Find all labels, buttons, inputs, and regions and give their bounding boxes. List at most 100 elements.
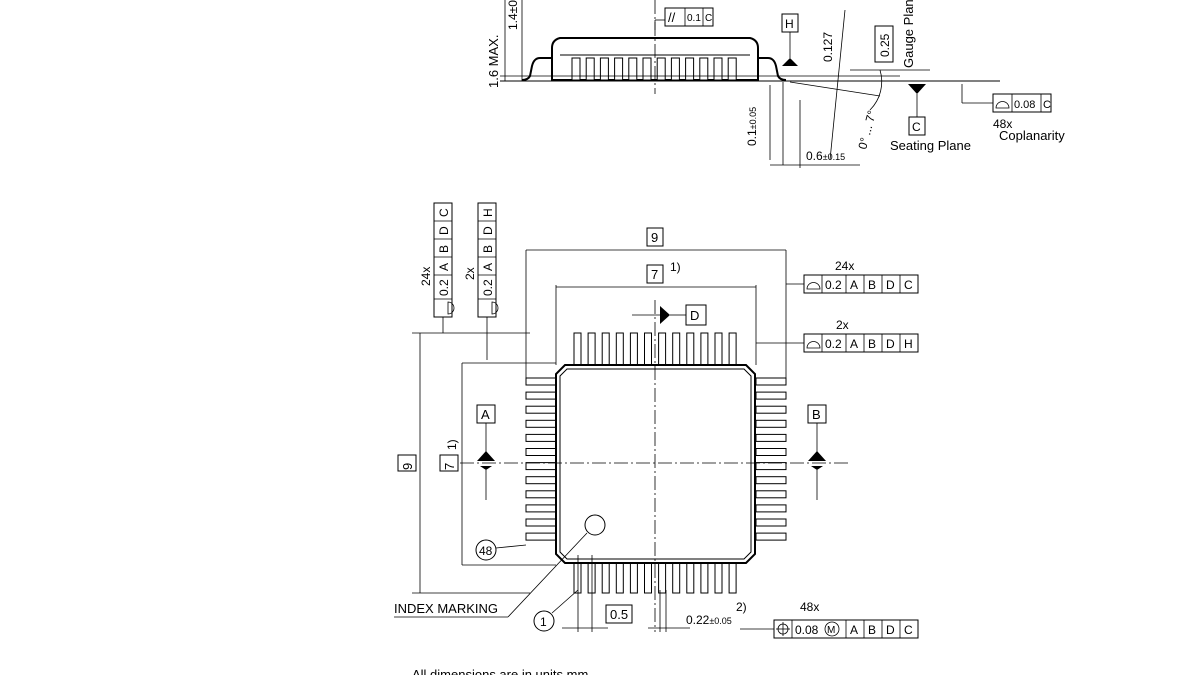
svg-text:D: D (886, 278, 895, 292)
fcf-2x-right: 2x 0.2 A B D H (756, 318, 919, 353)
left-edge-lead (525, 490, 557, 499)
bottom-edge-lead (700, 562, 709, 594)
svg-text:A: A (481, 263, 495, 271)
side-lead (628, 57, 638, 81)
fcf-position-48x: 48x 0.08 M A B D C (740, 600, 919, 639)
datum-c: C (908, 84, 926, 136)
svg-text:A: A (437, 263, 451, 271)
index-marking-circle (584, 514, 606, 536)
top-edge-lead (686, 332, 695, 366)
parallelism-ref: C (705, 13, 712, 24)
fcf-24x-right: 24x 0.2 A B D C (786, 259, 919, 294)
datum-b: B (807, 404, 827, 500)
coplanarity-label: Coplanarity (999, 128, 1065, 143)
right-edge-lead (755, 433, 787, 442)
svg-text:48: 48 (479, 544, 493, 558)
bottom-edge-lead (644, 562, 652, 594)
note-2: 2) (736, 600, 747, 614)
dim-body-height: 1.4±0 (506, 0, 520, 30)
svg-text:0.2: 0.2 (481, 279, 495, 296)
right-edge-lead (755, 391, 787, 400)
right-edge-lead (755, 490, 787, 499)
coplanarity-frame: 0.08 C 48x Coplanarity (961, 84, 1065, 143)
top-edge-lead (644, 332, 652, 366)
bottom-edge-lead (714, 562, 723, 594)
svg-text:C: C (904, 623, 913, 637)
right-edge-lead (755, 476, 787, 485)
pitch-label: 0.5 (610, 607, 628, 622)
svg-text:D: D (481, 226, 495, 235)
top-edge-lead (601, 332, 610, 366)
left-edge-lead (525, 476, 557, 485)
coplanarity-tol: 0.08 (1014, 99, 1035, 111)
right-edge-lead (755, 532, 787, 541)
side-lead (614, 57, 624, 81)
svg-text:D: D (886, 337, 895, 351)
top-edge-lead (629, 332, 638, 366)
left-edge-lead (525, 448, 557, 456)
coplanarity-count: 48x (993, 117, 1012, 131)
svg-text:H: H (904, 337, 913, 351)
svg-text:1: 1 (540, 615, 547, 629)
side-body-outline (551, 37, 759, 81)
svg-text://: // (668, 10, 676, 25)
bottom-edge-lead (573, 562, 582, 594)
side-lead (685, 57, 695, 81)
side-lead (656, 57, 666, 81)
right-edge-lead (755, 462, 787, 471)
svg-text:M: M (827, 625, 835, 636)
svg-text:D: D (437, 226, 451, 235)
svg-text:A: A (850, 278, 858, 292)
pin-48-callout: 48 (475, 539, 527, 561)
svg-text:0.22±0.05: 0.22±0.05 (686, 613, 732, 627)
side-lead (727, 57, 737, 81)
right-edge-lead (755, 448, 787, 456)
left-edge-lead (525, 419, 557, 428)
top-edge-lead (672, 332, 681, 366)
svg-text:24x: 24x (419, 267, 433, 286)
left-gullwing-lead (521, 57, 552, 81)
dim-9-vertical: 9 (400, 463, 415, 470)
bottom-edge-lead (615, 562, 624, 594)
svg-text:B: B (868, 623, 876, 637)
svg-text:D: D (690, 308, 699, 323)
left-edge-lead (525, 433, 557, 442)
bottom-edge-lead (672, 562, 681, 594)
top-view: 9 7 1) D 24x 0.2 A B (394, 202, 919, 639)
top-edge-lead (728, 332, 737, 366)
right-edge-lead (755, 377, 787, 386)
pin-1-callout: 1 (533, 589, 579, 632)
top-edge-lead (658, 332, 667, 366)
side-lead (599, 57, 609, 81)
left-edge-lead (525, 532, 557, 541)
svg-text:B: B (812, 407, 821, 422)
svg-text:0.2: 0.2 (825, 337, 842, 351)
svg-text:A: A (850, 337, 858, 351)
svg-text:B: B (481, 245, 495, 253)
dim-7-vertical: 7 (442, 463, 457, 470)
svg-text:B: B (868, 337, 876, 351)
bottom-edge-lead (686, 562, 695, 594)
svg-text:0.1±0.05: 0.1±0.05 (745, 107, 759, 146)
svg-text:0.6±0.15: 0.6±0.15 (806, 149, 845, 163)
svg-text:B: B (868, 278, 876, 292)
svg-text:0.08: 0.08 (795, 623, 819, 637)
lead-width-tol: ±0.05 (709, 616, 731, 626)
top-edge-lead (615, 332, 624, 366)
gauge-025: 0.25 (878, 33, 892, 57)
side-leads (571, 57, 737, 81)
svg-text:D: D (886, 623, 895, 637)
svg-text:B: B (437, 245, 451, 253)
package-body (555, 364, 756, 564)
bottom-edge-lead (728, 562, 737, 594)
svg-text:0.2: 0.2 (825, 278, 842, 292)
datum-d: D (632, 304, 707, 326)
top-edge-lead (714, 332, 723, 366)
parallelism-frame: // 0.1 C (654, 7, 714, 30)
right-edge-lead (755, 518, 787, 527)
right-edge-lead (755, 419, 787, 428)
svg-text:A: A (481, 407, 490, 422)
top-edge-lead (587, 332, 596, 366)
side-lead (699, 57, 709, 81)
parallelism-tol: 0.1 (687, 13, 701, 24)
